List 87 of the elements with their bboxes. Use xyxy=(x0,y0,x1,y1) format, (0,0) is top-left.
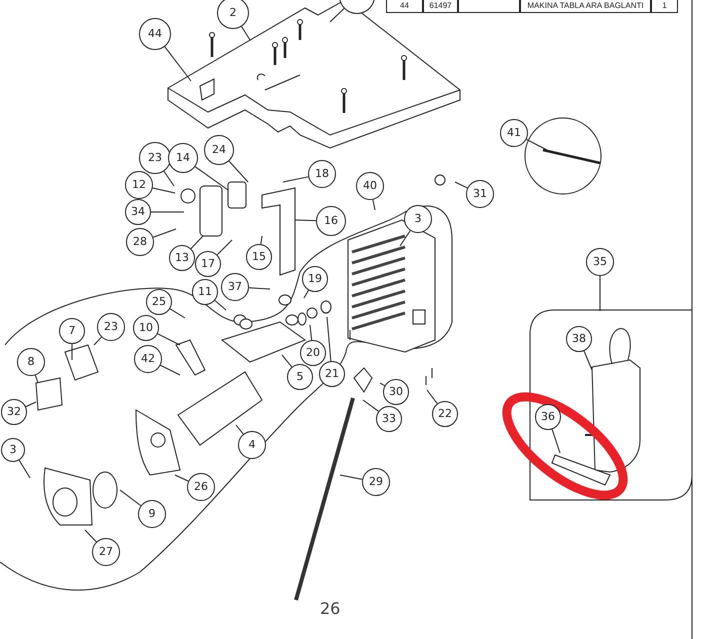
table-cell: MAKINA TABLA ARA BAGLANTI xyxy=(520,0,651,13)
leader-line xyxy=(164,46,192,82)
leader-line xyxy=(170,308,186,318)
leader-line xyxy=(584,350,592,370)
callout-number: 38 xyxy=(566,326,592,352)
leader-line xyxy=(362,400,379,412)
leader-line xyxy=(34,374,38,384)
callout-number: 40 xyxy=(356,172,384,200)
callout-number: 31 xyxy=(466,180,494,208)
page-number: 26 xyxy=(320,598,340,620)
leader-line xyxy=(214,300,226,310)
callout-number: 32 xyxy=(1,399,27,425)
callout-number: 5 xyxy=(287,364,313,390)
callout-number: 41 xyxy=(500,119,528,147)
callout-number: 33 xyxy=(376,406,402,432)
leader-line xyxy=(190,236,204,250)
leader-line xyxy=(241,26,250,40)
leader-line xyxy=(228,160,248,182)
leader-line xyxy=(526,138,548,150)
leader-line xyxy=(194,166,228,190)
callout-number: 34 xyxy=(125,199,151,225)
leader-line xyxy=(120,490,142,506)
callout-number: 13 xyxy=(169,245,195,271)
leader-line xyxy=(174,474,189,482)
callout-number: 12 xyxy=(125,171,153,199)
callout-number: 23 xyxy=(139,142,171,174)
callout-number: 26 xyxy=(187,473,215,501)
callout-number: 30 xyxy=(383,379,409,405)
callout-number: 44 xyxy=(139,18,171,50)
leader-line xyxy=(326,316,332,362)
callout-number: 19 xyxy=(302,266,328,292)
leader-line xyxy=(157,333,180,346)
callout-number: 23 xyxy=(97,313,125,341)
callout-number: 10 xyxy=(133,315,159,341)
table-cell: 1 xyxy=(651,0,678,13)
leader-line xyxy=(152,228,176,238)
callout-number: 36 xyxy=(535,404,561,430)
callout-number: 20 xyxy=(300,340,326,366)
leader-line xyxy=(304,290,309,298)
leader-line xyxy=(330,8,345,22)
leader-line xyxy=(310,324,312,341)
callout-number: 25 xyxy=(146,289,172,315)
leader-line xyxy=(152,188,176,194)
leader-line xyxy=(248,287,270,290)
callout-number: 21 xyxy=(319,361,345,387)
callout-number: 27 xyxy=(92,538,120,566)
leader-line xyxy=(216,240,232,256)
callout-number: 3 xyxy=(1,438,25,462)
callout-number: 29 xyxy=(362,468,390,496)
callout-number: 11 xyxy=(192,279,218,305)
leader-line xyxy=(372,199,376,210)
leader-line xyxy=(340,474,363,480)
callout-number: 16 xyxy=(316,206,346,236)
leader-line xyxy=(400,230,411,246)
table-cell: 61497 xyxy=(423,0,458,13)
callout-number: 37 xyxy=(221,273,249,301)
leader-line xyxy=(25,402,36,408)
callout-number: 9 xyxy=(138,500,166,528)
callout-number: 3 xyxy=(404,205,432,233)
callout-number: 35 xyxy=(586,248,614,276)
callout-number: 18 xyxy=(308,160,336,188)
callout-number: 42 xyxy=(134,345,162,373)
callout-number: 28 xyxy=(126,228,154,256)
leader-line xyxy=(380,382,386,386)
callout-number: 22 xyxy=(432,401,458,427)
leader-line xyxy=(236,424,244,435)
leader-line xyxy=(163,170,174,186)
leader-line xyxy=(94,336,102,346)
leader-line xyxy=(294,220,316,222)
leader-line xyxy=(160,364,180,376)
leader-line xyxy=(84,530,97,542)
table-cell: 44 xyxy=(386,0,423,13)
leader-line xyxy=(454,182,468,188)
callout-number: 17 xyxy=(195,251,221,277)
callout-number: 24 xyxy=(204,135,234,165)
leader-line xyxy=(18,460,30,478)
leader-line xyxy=(260,236,262,245)
leader-line xyxy=(426,390,438,404)
callout-number: 4 xyxy=(238,431,266,459)
callout-number: 8 xyxy=(17,348,45,376)
leader-line xyxy=(282,354,292,368)
callout-number: 7 xyxy=(59,318,85,344)
leader-line xyxy=(282,176,309,182)
callout-number: 14 xyxy=(168,143,198,173)
callout-number: 2 xyxy=(217,0,249,29)
leader-line xyxy=(552,428,560,454)
callout-number: 15 xyxy=(246,244,272,270)
